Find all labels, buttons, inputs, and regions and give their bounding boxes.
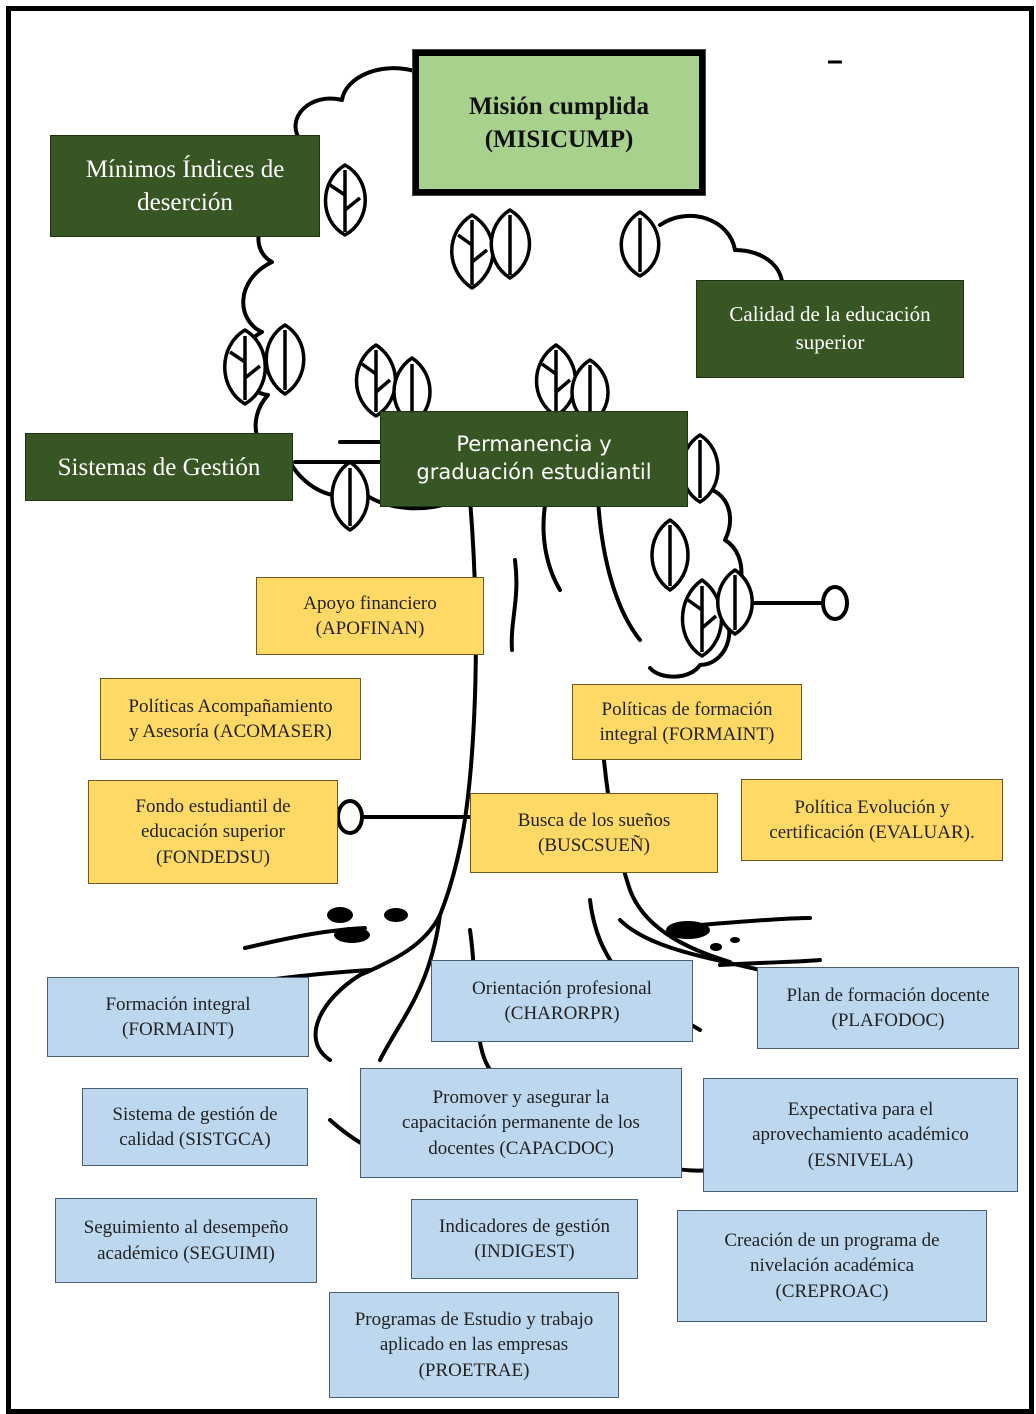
ground bbox=[228, 916, 822, 987]
leaf-icon bbox=[323, 163, 367, 237]
outcome-label: Sistemas de Gestión bbox=[57, 453, 261, 481]
outcome-box-calidad: Calidad de la educación superior bbox=[696, 280, 964, 378]
strategy-box-seguimiento: Seguimiento al desempeño académico (SEGU… bbox=[55, 1198, 317, 1283]
strategy-label: Indicadores de gestión (INDIGEST) bbox=[439, 1215, 610, 1262]
strategy-label: Seguimiento al desempeño académico (SEGU… bbox=[83, 1217, 289, 1264]
leaf-icon bbox=[354, 343, 398, 418]
outcome-box-permanencia: Permanencia y graduación estudiantil bbox=[380, 411, 688, 507]
leaf-icon bbox=[450, 213, 495, 290]
strategy-label: Orientación profesional (CHARORPR) bbox=[472, 977, 652, 1024]
leaf-icon bbox=[534, 343, 578, 418]
strategy-box-plan-docente: Plan de formación docente (PLAFODOC) bbox=[757, 967, 1019, 1049]
policy-box-evolucion: Política Evolución y certificación (EVAL… bbox=[741, 779, 1003, 861]
leaf-icon bbox=[650, 518, 690, 592]
mission-box: Misión cumplida (MISICUMP) bbox=[413, 50, 705, 195]
outcome-label: Calidad de la educación superior bbox=[729, 302, 931, 354]
policy-box-busca: Busca de los sueños (BUSCSUEÑ) bbox=[470, 793, 718, 873]
policy-label: Política Evolución y certificación (EVAL… bbox=[769, 796, 975, 843]
leaf-icon bbox=[619, 210, 661, 278]
strategy-label: Expectativa para el aprovechamiento acad… bbox=[752, 1099, 969, 1171]
policy-label: Políticas de formación integral (FORMAIN… bbox=[599, 698, 775, 745]
policy-label: Políticas Acompañamiento y Asesoría (ACO… bbox=[128, 695, 333, 742]
strategy-box-indicadores: Indicadores de gestión (INDIGEST) bbox=[411, 1199, 638, 1279]
leaf-icon bbox=[570, 358, 610, 426]
leaf-icon bbox=[223, 328, 267, 406]
policy-box-fondo: Fondo estudiantil de educación superior … bbox=[88, 780, 338, 884]
leaf-icon bbox=[680, 578, 724, 658]
strategy-box-nivelacion: Creación de un programa de nivelación ac… bbox=[677, 1210, 987, 1322]
strategy-label: Creación de un programa de nivelación ac… bbox=[724, 1230, 940, 1302]
connector-circle bbox=[336, 799, 364, 835]
leaf-icon bbox=[489, 208, 532, 280]
outcome-label: Mínimos Índices de deserción bbox=[85, 156, 285, 216]
trunk-left bbox=[358, 498, 478, 977]
policy-box-formacion: Políticas de formación integral (FORMAIN… bbox=[572, 684, 802, 760]
policy-box-apoyo: Apoyo financiero (APOFINAN) bbox=[256, 577, 484, 655]
canopy-outline bbox=[239, 66, 462, 511]
strategy-label: Plan de formación docente (PLAFODOC) bbox=[786, 984, 990, 1031]
strategy-box-gestion-calidad: Sistema de gestión de calidad (SISTGCA) bbox=[82, 1088, 308, 1166]
policy-box-acompanamiento: Políticas Acompañamiento y Asesoría (ACO… bbox=[100, 678, 361, 760]
connector-circle bbox=[821, 585, 849, 621]
strategy-label: Programas de Estudio y trabajo aplicado … bbox=[354, 1309, 594, 1381]
leaf-icon bbox=[680, 433, 720, 504]
strategy-box-capacitacion: Promover y asegurar la capacitación perm… bbox=[360, 1068, 682, 1178]
strategy-box-orientacion: Orientación profesional (CHARORPR) bbox=[431, 960, 693, 1042]
strategy-box-formacion-integral: Formación integral (FORMAINT) bbox=[47, 977, 309, 1057]
mission-label: Misión cumplida (MISICUMP) bbox=[469, 92, 649, 153]
leaf-icon bbox=[716, 568, 754, 636]
outcome-box-sistemas: Sistemas de Gestión bbox=[25, 433, 293, 501]
policy-label: Fondo estudiantil de educación superior … bbox=[135, 796, 291, 868]
leaf-icon bbox=[264, 323, 306, 396]
outcome-box-desercion: Mínimos Índices de deserción bbox=[50, 135, 320, 237]
strategy-box-estudio-trabajo: Programas de Estudio y trabajo aplicado … bbox=[329, 1292, 619, 1398]
policy-label: Apoyo financiero (APOFINAN) bbox=[303, 592, 437, 639]
outcome-label: Permanencia y graduación estudiantil bbox=[416, 432, 652, 484]
strategy-label: Formación integral (FORMAINT) bbox=[105, 993, 251, 1040]
strategy-label: Sistema de gestión de calidad (SISTGCA) bbox=[112, 1103, 278, 1150]
strategy-box-expectativa: Expectativa para el aprovechamiento acad… bbox=[703, 1078, 1018, 1192]
policy-label: Busca de los sueños (BUSCSUEÑ) bbox=[517, 809, 671, 856]
leaf-icon bbox=[330, 460, 370, 532]
strategy-label: Promover y asegurar la capacitación perm… bbox=[402, 1087, 640, 1159]
